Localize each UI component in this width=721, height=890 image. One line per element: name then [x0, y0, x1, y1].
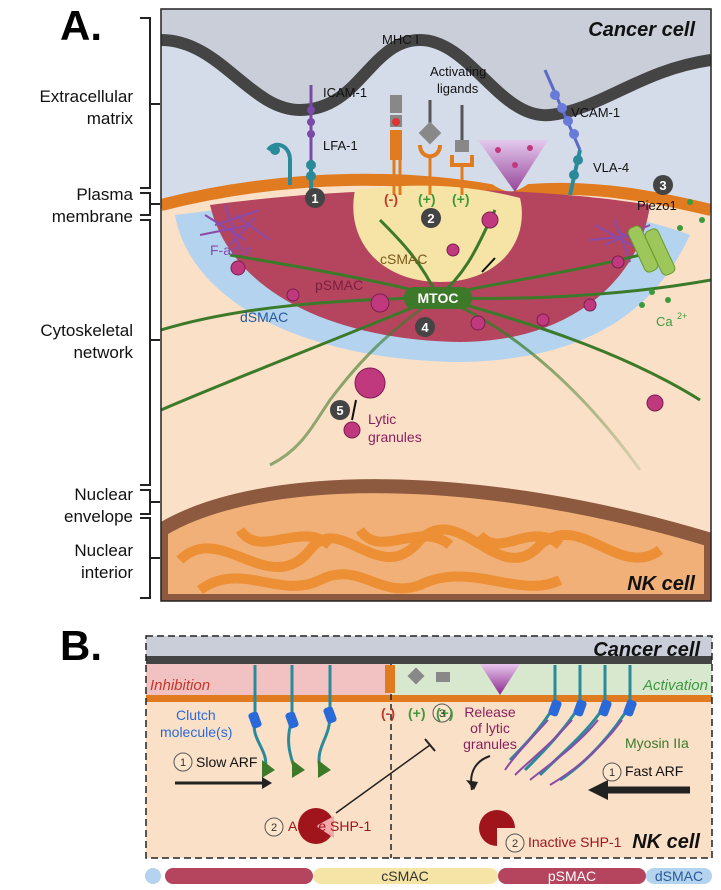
cancer-cell-body: [161, 9, 711, 116]
arrow-up-granule: [351, 399, 357, 421]
pos-sign-b-1: (+): [408, 705, 426, 721]
label-network: network: [73, 343, 133, 362]
step-5-badge: 5: [336, 403, 343, 418]
label-nuclear-env: Nuclear: [74, 485, 133, 504]
piezo-label: Piezo1: [637, 198, 677, 213]
chromatin: [176, 524, 663, 595]
step-2-badge: 2: [427, 211, 434, 226]
ca-label: Ca: [656, 314, 673, 329]
mhc-label: MHC I: [382, 32, 419, 47]
inhibition-label: Inhibition: [150, 677, 210, 694]
vcam-label: VCAM-1: [571, 105, 620, 120]
release-label-1: Release: [464, 704, 516, 720]
label-matrix: matrix: [87, 109, 134, 128]
bar-csmac: cSMAC: [381, 868, 428, 884]
mhc-receptor: [390, 95, 402, 195]
lytic-granules: [230, 211, 664, 439]
release-label-3: granules: [463, 736, 517, 752]
panel-b-letter: B.: [60, 622, 102, 669]
num-2-right: 2: [512, 838, 518, 850]
label-extracellular: Extracellular: [39, 87, 133, 106]
label-membrane: membrane: [52, 207, 133, 226]
center-ligands: [385, 665, 450, 693]
icam-lfa-receptors: [266, 85, 316, 190]
shp-active: [298, 808, 334, 844]
piezo1-channel: [627, 199, 705, 308]
nk-cell-label-a: NK cell: [627, 573, 695, 595]
bar-dsmac: dSMAC: [655, 868, 703, 884]
bar-psmac: pSMAC: [548, 868, 596, 884]
dsmac-label-a: dSMAC: [240, 309, 288, 325]
smac-bar: [145, 868, 712, 884]
mtoc-label: MTOC: [418, 290, 459, 306]
pos-sign-b-2: (+): [436, 705, 454, 721]
activating-label-2: ligands: [437, 81, 479, 96]
f-actin-right: [589, 219, 656, 263]
lytic-label-1: Lytic: [368, 411, 396, 427]
vcam-vla-receptors: [543, 69, 583, 196]
cancer-cell-label-a: Cancer cell: [588, 19, 695, 41]
label-plasma: Plasma: [76, 185, 133, 204]
neg-sign-a: (-): [384, 191, 398, 207]
panel-a-letter: A.: [60, 2, 102, 49]
panel-a-scene: MTOC: [161, 9, 711, 601]
label-interior: interior: [81, 563, 133, 582]
num-1-left: 1: [180, 757, 186, 769]
num-3: 3: [439, 708, 445, 720]
slow-arf-label: Slow ARF: [196, 754, 257, 770]
release-label-2: of lytic: [470, 720, 510, 736]
clutch-label-2: molecule(s): [160, 724, 232, 740]
step-1-badge: 1: [311, 191, 318, 206]
fast-arf-label: Fast ARF: [625, 763, 683, 779]
neg-sign-b: (-): [381, 705, 395, 721]
panel-b-scene: [146, 636, 712, 858]
num-2-left: 2: [271, 822, 277, 834]
step-4-badge: 4: [421, 320, 429, 335]
psmac-label-a: pSMAC: [315, 277, 363, 293]
lfa-label: LFA-1: [323, 138, 358, 153]
shp-inactive: [479, 810, 515, 846]
activating-ligand-2: [450, 105, 474, 195]
label-cytoskeletal: Cytoskeletal: [40, 321, 133, 340]
pos-sign-a-2: (+): [452, 191, 470, 207]
nk-cell-label-b: NK cell: [632, 831, 700, 853]
factin-label: F-actin: [210, 242, 253, 258]
nuclear-envelope: [161, 479, 711, 601]
arrow-granule-csmac: [481, 257, 496, 273]
cancer-cell-label-b: Cancer cell: [593, 639, 700, 661]
inactive-shp-label: Inactive SHP-1: [528, 834, 622, 850]
step-badges-a: [305, 175, 673, 420]
lytic-label-2: granules: [368, 429, 422, 445]
label-envelope: envelope: [64, 507, 133, 526]
myosin-label: Myosin IIa: [625, 735, 689, 751]
pos-sign-a-1: (+): [418, 191, 436, 207]
activation-label: Activation: [642, 677, 708, 694]
label-nuclear-int: Nuclear: [74, 541, 133, 560]
left-brackets: [140, 17, 160, 599]
vla-label: VLA-4: [593, 160, 629, 175]
icam-label: ICAM-1: [323, 85, 367, 100]
ca-superscript: 2+: [677, 311, 687, 321]
f-actin-left: [199, 204, 271, 251]
step-3-badge: 3: [659, 178, 666, 193]
mtoc: [404, 287, 472, 309]
csmac-region: [353, 185, 522, 282]
activating-label-1: Activating: [430, 64, 486, 79]
clutch-label-1: Clutch: [176, 707, 216, 723]
active-shp-label: Active SHP-1: [288, 818, 371, 834]
num-1-right: 1: [609, 767, 615, 779]
csmac-label-a: cSMAC: [380, 251, 427, 267]
